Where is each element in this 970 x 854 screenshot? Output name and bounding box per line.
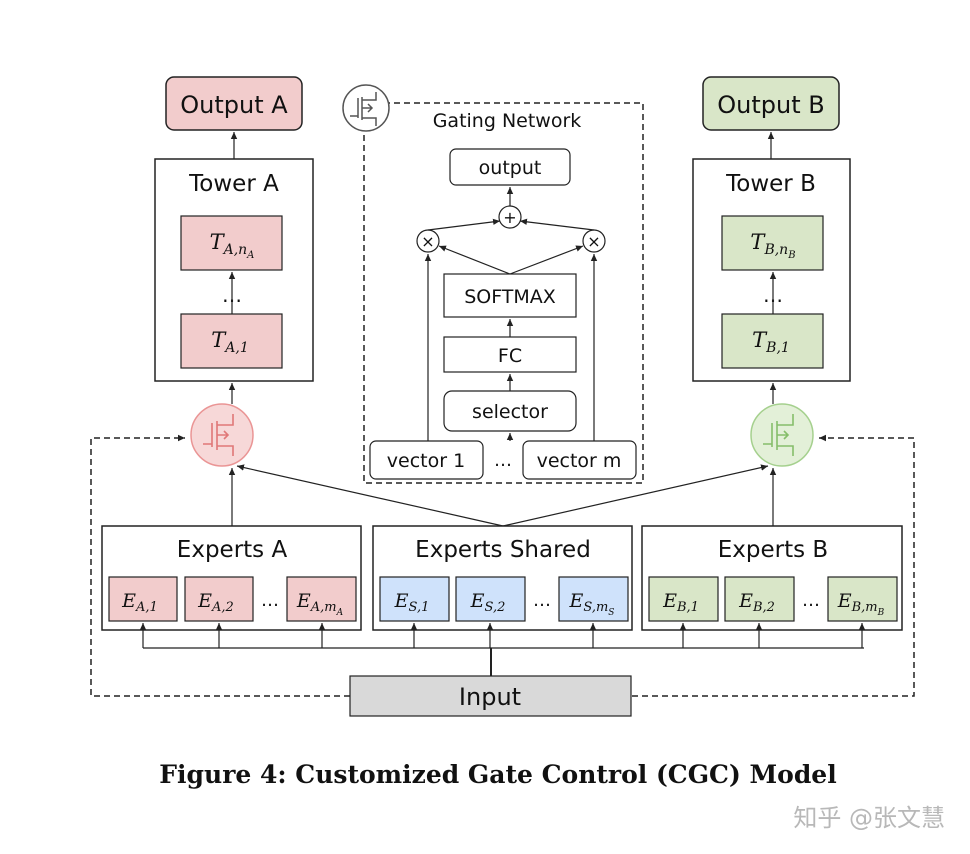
experts-shared-title: Experts Shared	[415, 537, 591, 563]
input-to-gate-a-path	[90, 434, 350, 697]
softmax-box	[443, 273, 577, 318]
tower-b-layer-top-label: TB,nB	[750, 230, 795, 261]
experts-b-title: Experts B	[718, 537, 828, 563]
expert-s-m-label: ES,mS	[569, 590, 615, 618]
experts-a: Experts A EA,1 EA,2 … EA,mA	[101, 525, 362, 631]
expert-b-1-label: EB,1	[662, 590, 699, 615]
gate-transistor-icon	[342, 84, 390, 132]
expert-a-m-label: EA,mA	[296, 590, 344, 618]
expert-s-2-label: ES,2	[470, 590, 506, 615]
expert-b-2	[724, 576, 795, 622]
expert-a-1-label: EA,1	[121, 590, 158, 615]
output-b-label: Output B	[717, 91, 824, 119]
vector-dots: …	[494, 450, 512, 471]
expert-a-2	[184, 576, 254, 622]
vector-1-label: vector 1	[387, 450, 465, 472]
expert-b-1	[648, 576, 719, 622]
sum-symbol: +	[503, 208, 516, 227]
output-a-label: Output A	[180, 91, 288, 119]
selector-label: selector	[472, 401, 548, 423]
gating-output-label: output	[479, 157, 542, 179]
vector-1-box	[369, 440, 484, 480]
expert-s-1-label: ES,1	[394, 590, 430, 615]
vector-m-box	[522, 440, 637, 480]
experts-b-dots: …	[802, 590, 820, 611]
tower-b-layer-bottom-label: TB,1	[752, 328, 790, 356]
input-distribution	[139, 623, 866, 676]
tower-a-layer-bottom	[180, 313, 283, 369]
gate-b-icon	[750, 403, 814, 467]
expert-b-m-label: EB,mB	[837, 590, 885, 618]
experts-a-title: Experts A	[177, 537, 288, 563]
output-a-box: Output A	[165, 76, 303, 131]
tower-b-layer-top	[721, 215, 824, 271]
tower-b-layer-bottom	[721, 313, 824, 369]
input-box: Input	[349, 675, 632, 717]
expert-s-m	[558, 576, 629, 622]
tower-b-title: Tower B	[725, 171, 816, 197]
tower-a-layer-top	[180, 215, 283, 271]
vector-m-label: vector m	[537, 450, 622, 472]
input-to-gate-b-path	[632, 434, 915, 697]
experts-shared: Experts Shared ES,1 ES,2 … ES,mS	[372, 525, 633, 631]
fc-box	[443, 336, 577, 373]
multiply-symbol-right: ×	[587, 232, 600, 251]
input-label: Input	[459, 683, 521, 711]
tower-a-layer-top-label: TA,nA	[210, 230, 255, 261]
figure-caption: Figure 4: Customized Gate Control (CGC) …	[159, 760, 836, 789]
softmax-label: SOFTMAX	[464, 286, 556, 308]
watermark: 知乎 @张文慧	[793, 804, 945, 832]
gating-output-box	[449, 148, 571, 186]
expert-b-2-label: EB,2	[738, 590, 775, 615]
experts-shared-dots: …	[533, 590, 551, 611]
expert-s-2	[455, 576, 526, 622]
expert-s-1	[379, 576, 450, 622]
expert-b-m	[827, 576, 898, 622]
gate-a-icon	[190, 403, 254, 467]
gating-title: Gating Network	[433, 110, 582, 132]
fc-label: FC	[498, 345, 522, 367]
tower-a-title: Tower A	[188, 171, 279, 197]
gating-network: Gating Network output + × × SOFTMAX FC s…	[342, 84, 644, 484]
tower-b: Tower B TB,nB … TB,1	[692, 158, 851, 382]
experts-a-dots: …	[261, 590, 279, 611]
tower-a-layer-bottom-label: TA,1	[211, 328, 248, 356]
output-b-box: Output B	[702, 76, 840, 131]
expert-a-2-label: EA,2	[197, 590, 234, 615]
multiply-symbol-left: ×	[421, 232, 434, 251]
expert-a-m	[286, 576, 357, 622]
expert-a-1	[108, 576, 178, 622]
tower-a: Tower A TA,nA … TA,1	[154, 158, 314, 382]
experts-b: Experts B EB,1 EB,2 … EB,mB	[641, 525, 903, 631]
